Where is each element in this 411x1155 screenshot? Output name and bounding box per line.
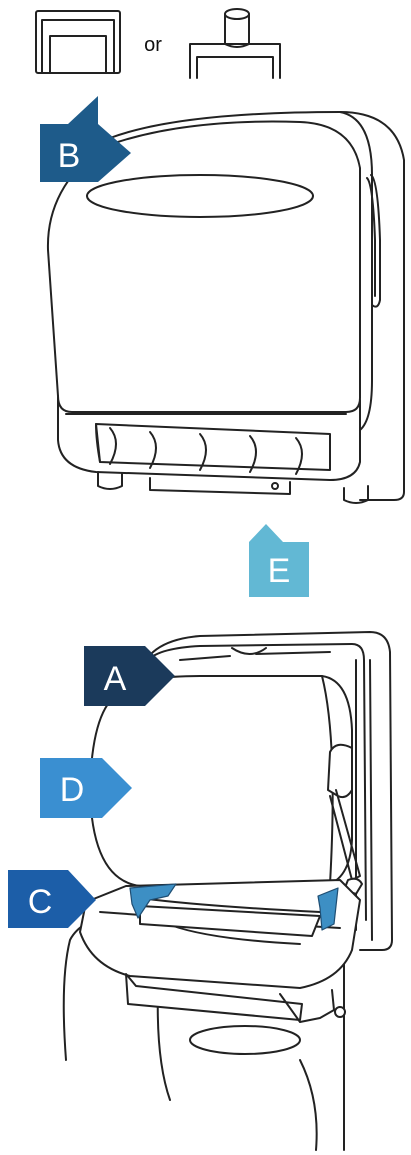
label-e: E — [249, 524, 309, 597]
label-d-text: D — [60, 771, 85, 809]
or-text: or — [144, 34, 162, 56]
label-e-text: E — [268, 552, 291, 590]
mounting-bracket-icon — [36, 11, 120, 73]
label-b-text: B — [58, 137, 81, 175]
label-a-text: A — [104, 660, 127, 698]
label-c-text: C — [28, 883, 53, 921]
post-mount-icon — [190, 9, 280, 78]
open-dispenser — [64, 632, 392, 1150]
